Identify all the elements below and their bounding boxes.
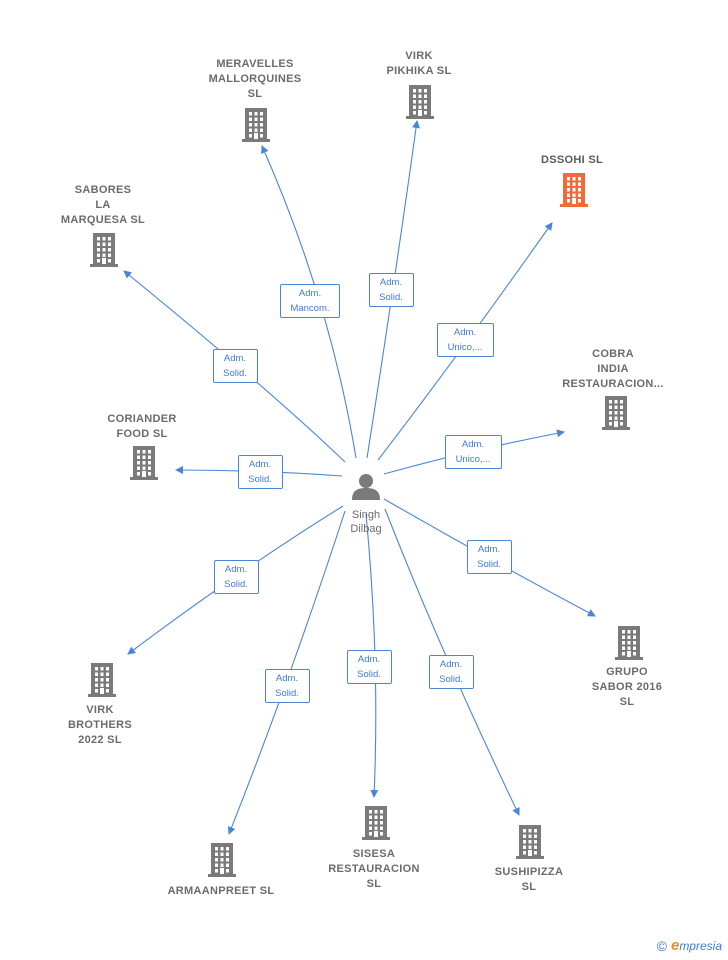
company-name-virk-brothers[interactable]: VIRK BROTHERS 2022 SL	[67, 704, 133, 746]
building-icon-sisesa[interactable]	[362, 806, 390, 840]
role-label-coriander[interactable]: Adm. Solid.	[237, 455, 283, 489]
role-label-sabores[interactable]: Adm. Solid.	[212, 349, 258, 383]
building-icon-armaanpreet[interactable]	[208, 843, 236, 877]
building-icon-grupo-sabor[interactable]	[615, 626, 643, 660]
role-label-grupo-sabor[interactable]: Adm. Solid.	[466, 540, 512, 574]
role-label-sushipizza[interactable]: Adm. Solid.	[428, 655, 474, 689]
role-label-virk-brothers[interactable]: Adm. Solid.	[213, 560, 259, 594]
building-icon-virk-brothers[interactable]	[88, 663, 116, 697]
company-name-cobra[interactable]: COBRA INDIA RESTAURACION...	[562, 348, 664, 390]
building-icon-meravelles[interactable]	[242, 108, 270, 142]
person-name[interactable]: Singh Dilbag	[350, 509, 382, 535]
role-label-virk-pikhika[interactable]: Adm. Solid.	[368, 273, 414, 307]
company-name-grupo-sabor[interactable]: GRUPO SABOR 2016 SL	[591, 666, 663, 708]
copyright-icon: ©	[656, 937, 667, 954]
role-label-armaanpreet[interactable]: Adm. Solid.	[264, 669, 310, 703]
role-label-cobra[interactable]: Adm. Unico,...	[444, 435, 502, 469]
company-name-sisesa[interactable]: SISESA RESTAURACION SL	[328, 848, 420, 890]
role-label-meravelles[interactable]: Adm. Mancom.	[280, 284, 340, 318]
company-name-dssohi[interactable]: DSSOHI SL	[541, 154, 603, 166]
building-icon-dssohi[interactable]	[560, 173, 588, 207]
company-name-virk-pikhika[interactable]: VIRK PIKHIKA SL	[386, 50, 452, 77]
brand-logo: empresia	[670, 937, 722, 954]
building-icon-coriander[interactable]	[130, 446, 158, 480]
company-name-sushipizza[interactable]: SUSHIPIZZA SL	[494, 866, 564, 893]
building-icon-cobra[interactable]	[602, 396, 630, 430]
person-icon	[352, 474, 380, 500]
company-name-meravelles[interactable]: MERAVELLES MALLORQUINES SL	[208, 58, 302, 100]
footer-brand: © empresia	[657, 937, 722, 954]
company-name-coriander[interactable]: CORIANDER FOOD SL	[107, 413, 177, 440]
building-icon-virk-pikhika[interactable]	[406, 85, 434, 119]
company-name-sabores[interactable]: SABORES LA MARQUESA SL	[60, 184, 146, 226]
role-label-sisesa[interactable]: Adm. Solid.	[346, 650, 392, 684]
building-icon-sabores[interactable]	[90, 233, 118, 267]
company-name-armaanpreet[interactable]: ARMAANPREET SL	[167, 885, 275, 897]
role-label-dssohi[interactable]: Adm. Unico,...	[436, 323, 494, 357]
building-icon-sushipizza[interactable]	[516, 825, 544, 859]
